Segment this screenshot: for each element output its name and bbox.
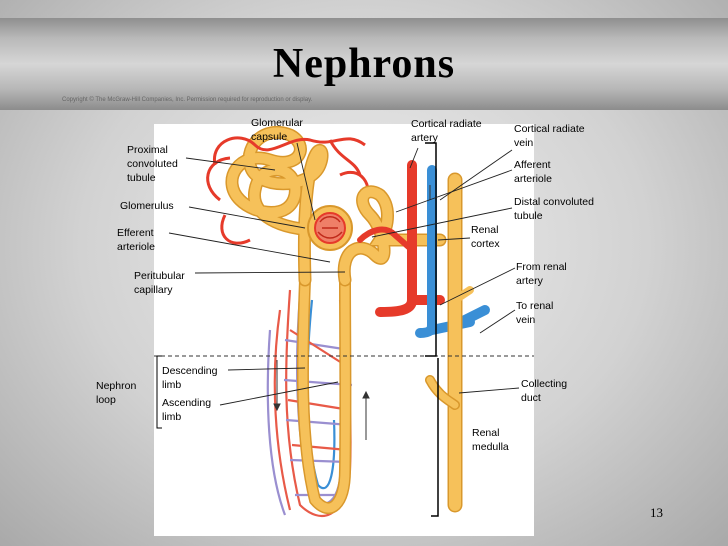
label-peritubular-capillary: Peritubular capillary	[134, 270, 185, 296]
renal-cortex-bracket	[425, 142, 437, 357]
label-proximal-convoluted-tubule: Proximal convoluted tubule	[127, 144, 178, 184]
leader-lines	[168, 142, 520, 406]
label-glomerular-capsule: Glomerular capsule	[251, 117, 303, 143]
nephron-loop-tubule	[296, 274, 352, 514]
label-to-renal-vein: To renal vein	[516, 300, 554, 326]
label-afferent-arteriole: Afferent arteriole	[514, 159, 552, 185]
label-cortical-radiate-vein: Cortical radiate vein	[514, 123, 585, 149]
nephron-loop-bracket	[156, 355, 162, 429]
label-efferent-arteriole: Efferent arteriole	[117, 227, 155, 253]
renal-medulla-bracket	[431, 358, 439, 517]
label-renal-medulla: Renal medulla	[472, 427, 509, 453]
label-glomerulus: Glomerulus	[120, 200, 174, 212]
slide-title: Nephrons	[272, 41, 456, 87]
label-descending-limb: Descending limb	[162, 365, 218, 391]
flow-arrows	[273, 185, 431, 440]
glomerulus-group	[307, 205, 353, 251]
capillary-mesh	[283, 338, 353, 497]
label-cortical-radiate-artery: Cortical radiate artery	[411, 118, 482, 144]
label-collecting-duct: Collecting duct	[521, 378, 568, 404]
capillary-loop	[273, 309, 292, 511]
label-renal-cortex: Renal cortex	[471, 224, 500, 250]
copyright-notice: Copyright © The McGraw-Hill Companies, I…	[62, 97, 313, 103]
label-distal-convoluted-tubule: Distal convoluted tubule	[514, 196, 594, 222]
page-number: 13	[650, 505, 663, 520]
label-from-renal-artery: From renal artery	[516, 261, 567, 287]
distal-tubule	[337, 185, 447, 287]
proximal-tubule-coils	[225, 125, 329, 287]
title-band	[0, 18, 728, 110]
capillary-loop	[266, 329, 287, 516]
label-ascending-limb: Ascending limb	[162, 397, 212, 423]
label-nephron-loop: Nephron loop	[96, 380, 137, 406]
